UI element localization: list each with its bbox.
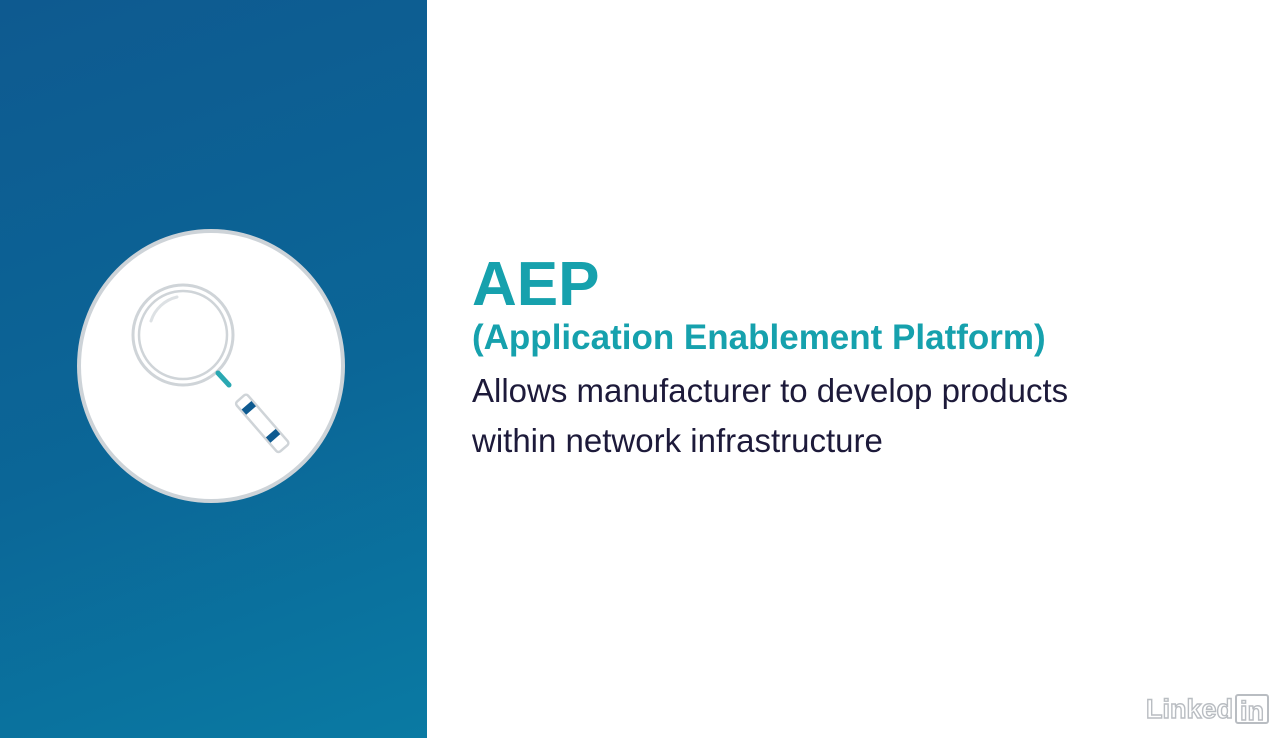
watermark-text: Linked — [1145, 693, 1234, 724]
linkedin-watermark: Linked in — [1145, 692, 1270, 727]
slide-description: Allows manufacturer to develop products … — [472, 372, 1069, 459]
slide-title: AEP — [472, 250, 600, 319]
slide-subtitle: (Application Enablement Platform) — [472, 318, 1046, 357]
text-block: AEP (Application Enablement Platform) Al… — [472, 252, 1252, 466]
watermark-in-box: in — [1235, 694, 1270, 727]
magnifier-badge — [77, 229, 345, 503]
magnifying-glass-icon — [131, 283, 290, 454]
left-color-panel — [0, 0, 427, 738]
